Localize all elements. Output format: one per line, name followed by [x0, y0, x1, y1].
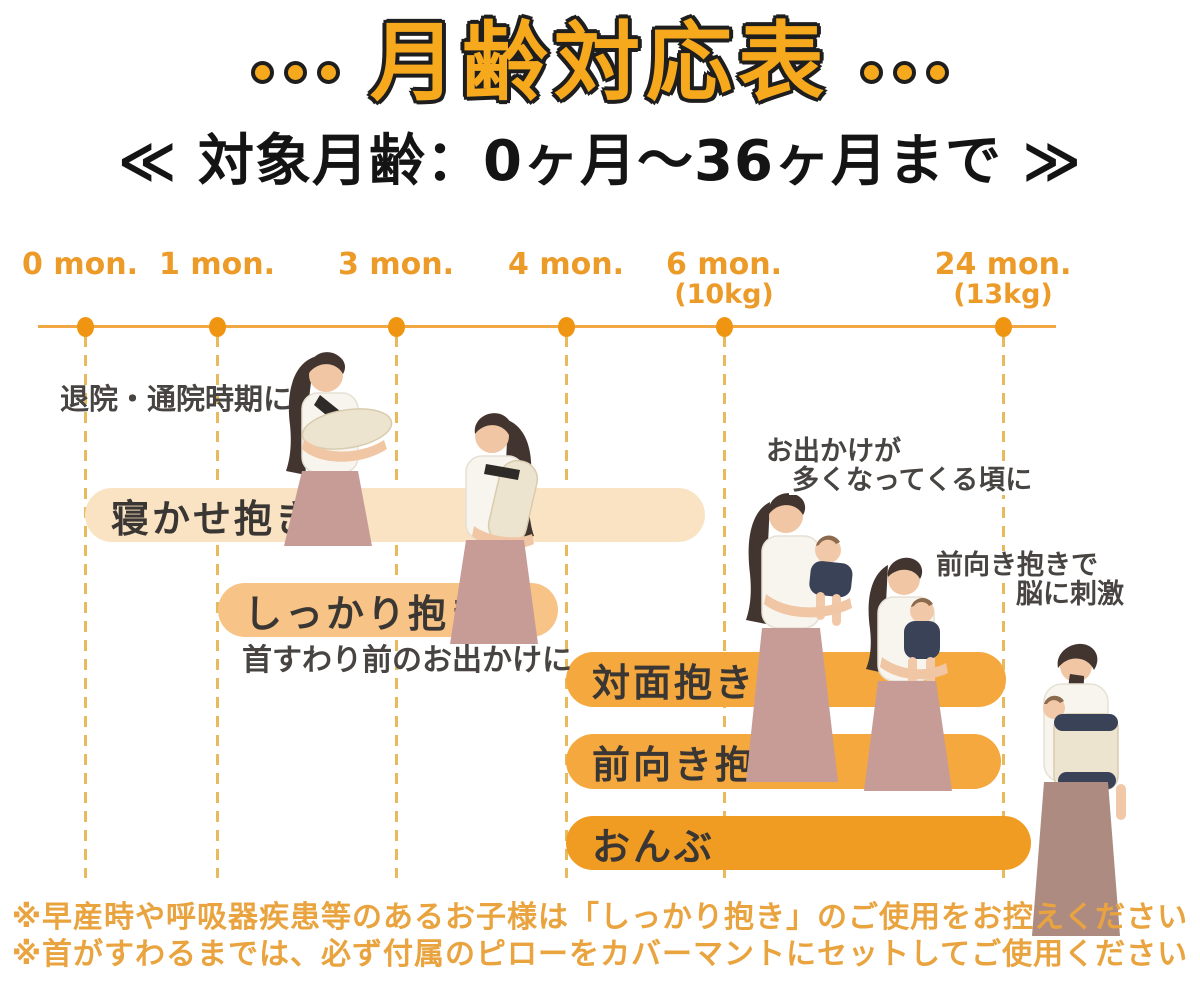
timeline-dot-6mon: [716, 317, 733, 337]
timeline-axis: [38, 325, 1056, 328]
photo-mother-forward-facing-hold: [848, 553, 980, 793]
guide-line-6mon: [723, 336, 726, 878]
ellipsis-dots-left-icon: [251, 60, 340, 84]
bar-firm-hold-label: しっかり抱き: [244, 591, 491, 636]
milestone-label-6mon: 6 mon. (10kg): [666, 247, 782, 310]
photo-mother-face-to-face-hold: [726, 486, 881, 786]
timeline-dot-3mon: [388, 317, 405, 337]
bar-back-carry: おんぶ: [566, 816, 1031, 870]
annotation-before-neck-control: 首すわり前のお出かけに: [242, 643, 572, 678]
mother-back-carry-illustration: [1032, 643, 1126, 936]
guide-line-0mon: [84, 336, 87, 878]
mother-face-to-face-illustration: [746, 493, 853, 782]
photo-mother-firm-hold: [424, 406, 574, 646]
bar-back-carry-label: おんぶ: [592, 824, 716, 869]
target-age-subtitle: ≪ 対象月齢：0ヶ月〜36ヶ月まで ≫: [117, 129, 1083, 194]
mother-upright-hold-illustration: [450, 413, 539, 644]
annotation-more-outings: お出かけが 多くなってくる頃に: [763, 437, 1036, 495]
mother-cradling-baby-illustration: [284, 352, 393, 546]
ellipsis-dots-right-icon: [860, 60, 949, 84]
bar-face-to-face-hold-label: 対面抱き: [592, 661, 757, 705]
annotation-discharge-period: 退院・通院時期に: [60, 382, 293, 416]
mother-forward-facing-illustration: [864, 557, 952, 791]
title-banner: 月齢対応表: [0, 18, 1200, 108]
bar-lying-hold: 寝かせ抱き: [85, 488, 705, 542]
footer-notes: ※早産時や呼吸器疾患等のあるお子様は「しっかり抱き」のご使用をお控えください ※…: [0, 899, 1200, 973]
timeline-dot-4mon: [558, 317, 575, 337]
timeline-dot-1mon: [209, 317, 226, 337]
timeline-dot-24mon: [995, 317, 1012, 337]
timeline-dot-0mon: [77, 317, 94, 337]
page-title: 月齢対応表: [370, 13, 830, 113]
milestone-label-4mon: 4 mon.: [508, 247, 624, 282]
photo-mother-back-carry: [998, 640, 1163, 938]
bar-lying-hold-label: 寝かせ抱き: [111, 496, 317, 541]
milestone-label-0mon: 0 mon.: [22, 247, 138, 282]
milestone-label-24mon: 24 mon. (13kg): [934, 247, 1072, 310]
guide-line-4mon: [565, 336, 568, 878]
note-pillow-instruction: ※首がすわるまでは、必ず付属のピローをカバーマントにセットしてご使用ください: [11, 937, 1189, 972]
guide-line-1mon: [216, 336, 219, 878]
note-premature-warning: ※早産時や呼吸器疾患等のあるお子様は「しっかり抱き」のご使用をお控えください: [11, 900, 1189, 935]
milestone-label-1mon: 1 mon.: [159, 247, 275, 282]
photo-mother-lying-hold: [262, 343, 412, 548]
milestone-label-3mon: 3 mon.: [338, 247, 454, 282]
guide-line-24mon: [1002, 336, 1005, 878]
annotation-brain-stimulus: 前向き抱きで 脳に刺激: [933, 551, 1127, 609]
